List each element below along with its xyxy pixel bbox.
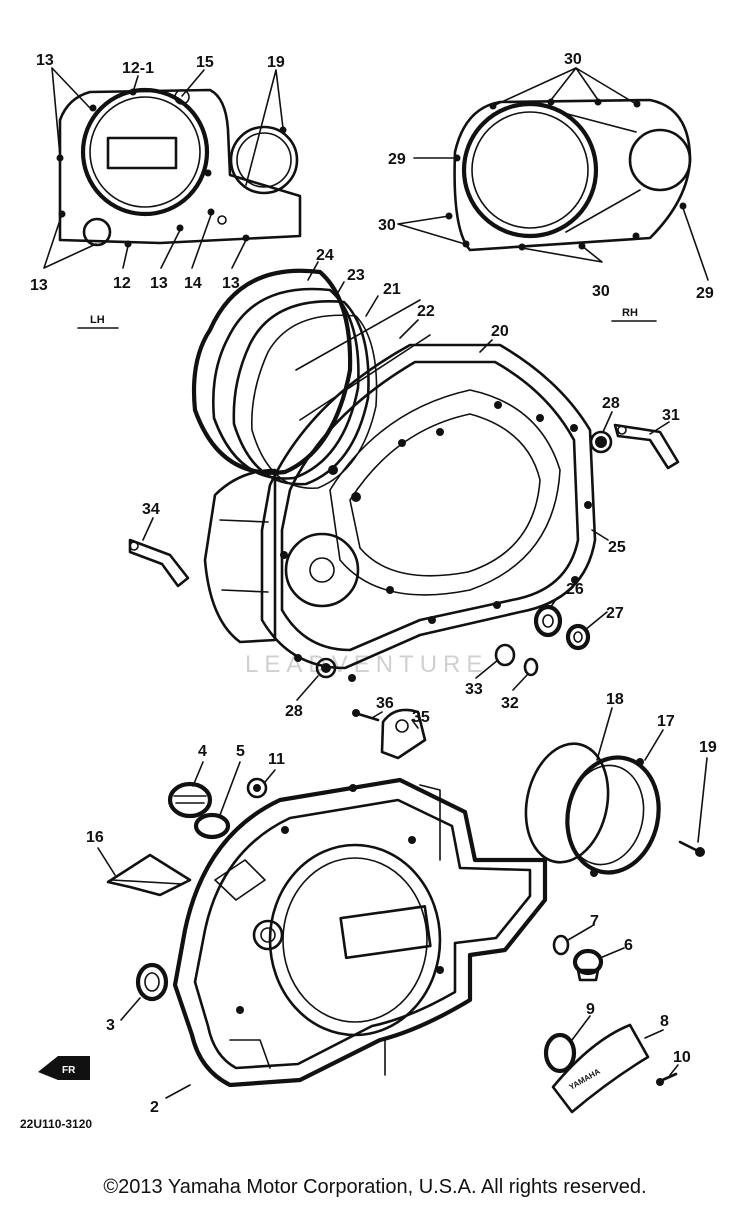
callout-23: 23: [347, 267, 365, 284]
side-label-rh-text: RH: [622, 307, 638, 319]
callout-15: 15: [196, 54, 214, 71]
rh-cover-plate: [445, 98, 692, 252]
oil-seal-26: [533, 604, 563, 638]
bolt-19-lower: [678, 840, 705, 857]
bolt-36: [352, 709, 380, 722]
callout-20: 20: [491, 323, 509, 340]
dowel-28-lower: [315, 657, 337, 679]
bracket-35: [380, 708, 427, 760]
callout-13: 13: [222, 275, 240, 292]
leader-lines: [43, 67, 709, 1099]
crankcase-cover-gasket: [203, 343, 597, 682]
front-arrow-text: FR: [62, 1065, 76, 1076]
dowel-28-upper: [589, 430, 613, 454]
gasket-7: [552, 934, 570, 956]
callout-2: 2: [150, 1099, 159, 1116]
front-arrow: FR: [38, 1056, 90, 1080]
callout-26: 26: [566, 581, 584, 598]
diagram-code: 22U110-3120: [20, 1117, 92, 1131]
callout-6: 6: [624, 937, 633, 954]
drain-plug-6: [572, 948, 604, 982]
screw-10: [656, 1072, 678, 1086]
callout-25: 25: [608, 539, 626, 556]
callout-28: 28: [285, 703, 303, 720]
bracket-34: [128, 538, 190, 588]
callout-34: 34: [142, 501, 160, 518]
callout-27: 27: [606, 605, 624, 622]
side-label-rh: RH: [611, 307, 657, 322]
oil-seal-3: [135, 962, 169, 1002]
crankcase-cover-2: [172, 777, 548, 1088]
side-label-lh: LH: [77, 314, 119, 329]
callout-4: 4: [198, 743, 207, 760]
callout-28: 28: [602, 395, 620, 412]
callout-21: 21: [383, 281, 401, 298]
callout-16: 16: [86, 829, 104, 846]
callout-17: 17: [657, 713, 675, 730]
o-ring-18: [524, 742, 610, 864]
seal-16: [106, 853, 192, 897]
callout-19: 19: [699, 739, 717, 756]
callout-12-1: 12-1: [122, 60, 154, 77]
callout-13: 13: [150, 275, 168, 292]
side-label-lh-text: LH: [90, 314, 105, 326]
callout-19: 19: [267, 54, 285, 71]
callout-33: 33: [465, 681, 483, 698]
callout-labels: 13 12-1 15 19 13 12 13 14 13 30 29 30 30…: [30, 51, 717, 1116]
gasket-set: [191, 268, 431, 489]
plug-11: [246, 777, 268, 799]
callout-3: 3: [106, 1017, 115, 1034]
oil-seal-27: [565, 623, 591, 651]
watermark: LEADVENTURE: [245, 651, 488, 678]
callout-12: 12: [113, 275, 131, 292]
filler-cap-4: [167, 781, 213, 819]
callout-29: 29: [388, 151, 406, 168]
callout-29: 29: [696, 285, 714, 302]
callout-13: 13: [30, 277, 48, 294]
o-ring-5: [193, 812, 231, 840]
callout-36: 36: [376, 695, 394, 712]
o-ring-9: [543, 1032, 577, 1074]
ring-32: [523, 657, 539, 677]
callout-9: 9: [586, 1001, 595, 1018]
callout-32: 32: [501, 695, 519, 712]
callout-7: 7: [590, 913, 599, 930]
callout-11: 11: [268, 751, 285, 768]
callout-10: 10: [673, 1049, 691, 1066]
filter-cover-17: [565, 755, 661, 877]
callout-35: 35: [412, 709, 430, 726]
lh-cover-plate: [56, 87, 302, 248]
callout-30: 30: [592, 283, 610, 300]
callout-5: 5: [236, 743, 245, 760]
callout-13: 13: [36, 52, 54, 69]
callout-31: 31: [662, 407, 680, 424]
callout-24: 24: [316, 247, 334, 264]
plug-33: [494, 643, 516, 667]
callout-18: 18: [606, 691, 624, 708]
callout-30: 30: [378, 217, 396, 234]
callout-14: 14: [184, 275, 202, 292]
callout-8: 8: [660, 1013, 669, 1030]
copyright-notice: ©2013 Yamaha Motor Corporation, U.S.A. A…: [103, 1176, 647, 1198]
bracket-31: [613, 423, 680, 470]
callout-30: 30: [564, 51, 582, 68]
callout-22: 22: [417, 303, 435, 320]
plate-text: YAMAHA: [568, 1067, 602, 1092]
